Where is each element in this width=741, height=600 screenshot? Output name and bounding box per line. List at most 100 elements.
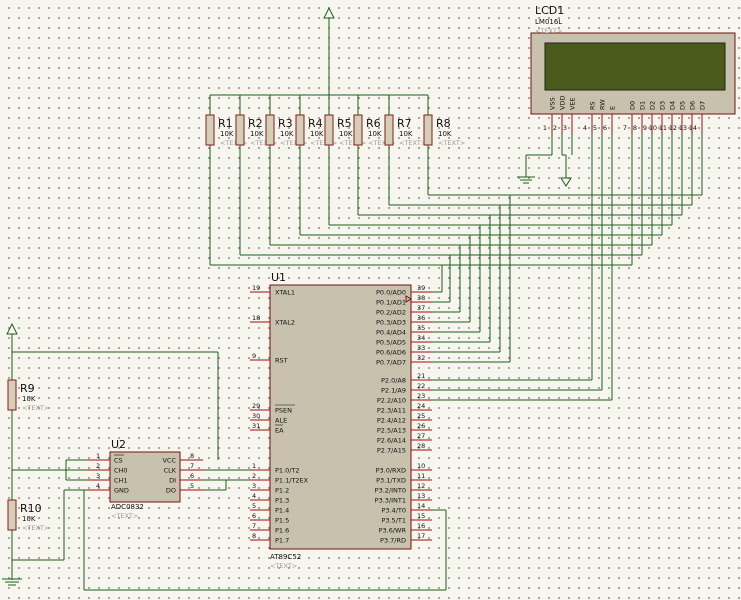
pin-number: 27 (417, 432, 425, 440)
pin-label: P2.7/A15 (377, 447, 406, 455)
u1-microcontroller[interactable]: U1 AT89C52 <TEXT> 19XTAL118XTAL29RST29PS… (250, 271, 432, 570)
lcd-pin-d2[interactable]: 9D2 (643, 101, 657, 134)
pin-number: 5 (252, 502, 256, 510)
pin-number: 8 (252, 532, 256, 540)
u1-pin-p1-5[interactable]: 6P1.5 (250, 512, 289, 525)
u2-adc[interactable]: U2 ADC0832 <TEXT> 1CS2CH03CH14GND8VCC7CL… (87, 438, 203, 520)
lcd-pin-rs[interactable]: 4RS (583, 101, 597, 134)
power-terminal-lcd[interactable] (560, 177, 572, 187)
pin-number: 14 (689, 124, 697, 132)
lcd-module[interactable]: LCD1 LM016L <TEXT> 1VSS2VDD3VEE4RS5RW6E7… (530, 4, 736, 134)
resistor-array: R110K<TEXT>R210K<TEXT>R310K<TEXT>R410K<T… (7, 95, 465, 532)
u2-ref: U2 (111, 438, 126, 451)
u1-pin-p1-7[interactable]: 8P1.7 (250, 532, 289, 545)
pin-label: VEE (569, 97, 577, 110)
u1-pin-p1-3[interactable]: 4P1.3 (250, 492, 289, 505)
pin-label: P3.0/RXD (376, 467, 406, 475)
lcd-pin-rw[interactable]: 5RW (593, 99, 607, 134)
pin-number: 8 (633, 124, 637, 132)
ground-symbol-lcd[interactable] (517, 176, 535, 184)
u2-pin-cs[interactable]: 1CS (87, 452, 124, 465)
u1-pin-p1-6[interactable]: 7P1.6 (250, 522, 289, 535)
pin-number: 24 (417, 402, 425, 410)
u1-pin-p1-2[interactable]: 3P1.2 (250, 482, 289, 495)
pin-label: RS (589, 101, 597, 110)
lcd-pin-d0[interactable]: 7D0 (623, 101, 637, 134)
u2-pin-do[interactable]: 5DO (166, 482, 203, 495)
u1-pin-p1-0-t2[interactable]: 1P1.0/T2 (250, 462, 300, 475)
lcd-pin-d1[interactable]: 8D1 (633, 101, 647, 134)
u1-pin-p1-1-t2ex[interactable]: 2P1.1/T2EX (250, 472, 309, 485)
u1-pin-p1-4[interactable]: 5P1.4 (250, 502, 289, 515)
lcd-pin-e[interactable]: 6E (603, 106, 617, 134)
pin-number: 31 (252, 422, 260, 430)
resistor-ref: R1 (218, 117, 233, 130)
pin-number: 13 (417, 492, 425, 500)
resistor-value: 10K (368, 130, 382, 138)
pin-label: P1.6 (275, 527, 289, 535)
u2-pin-di[interactable]: 6DI (169, 472, 203, 485)
power-terminal-top[interactable] (323, 6, 335, 95)
pin-number: 23 (417, 392, 425, 400)
pin-number: 8 (190, 452, 194, 460)
pin-label: P3.7/RD (380, 537, 406, 545)
resistor-value: 10K (280, 130, 294, 138)
resistor-value: 10K (220, 130, 234, 138)
